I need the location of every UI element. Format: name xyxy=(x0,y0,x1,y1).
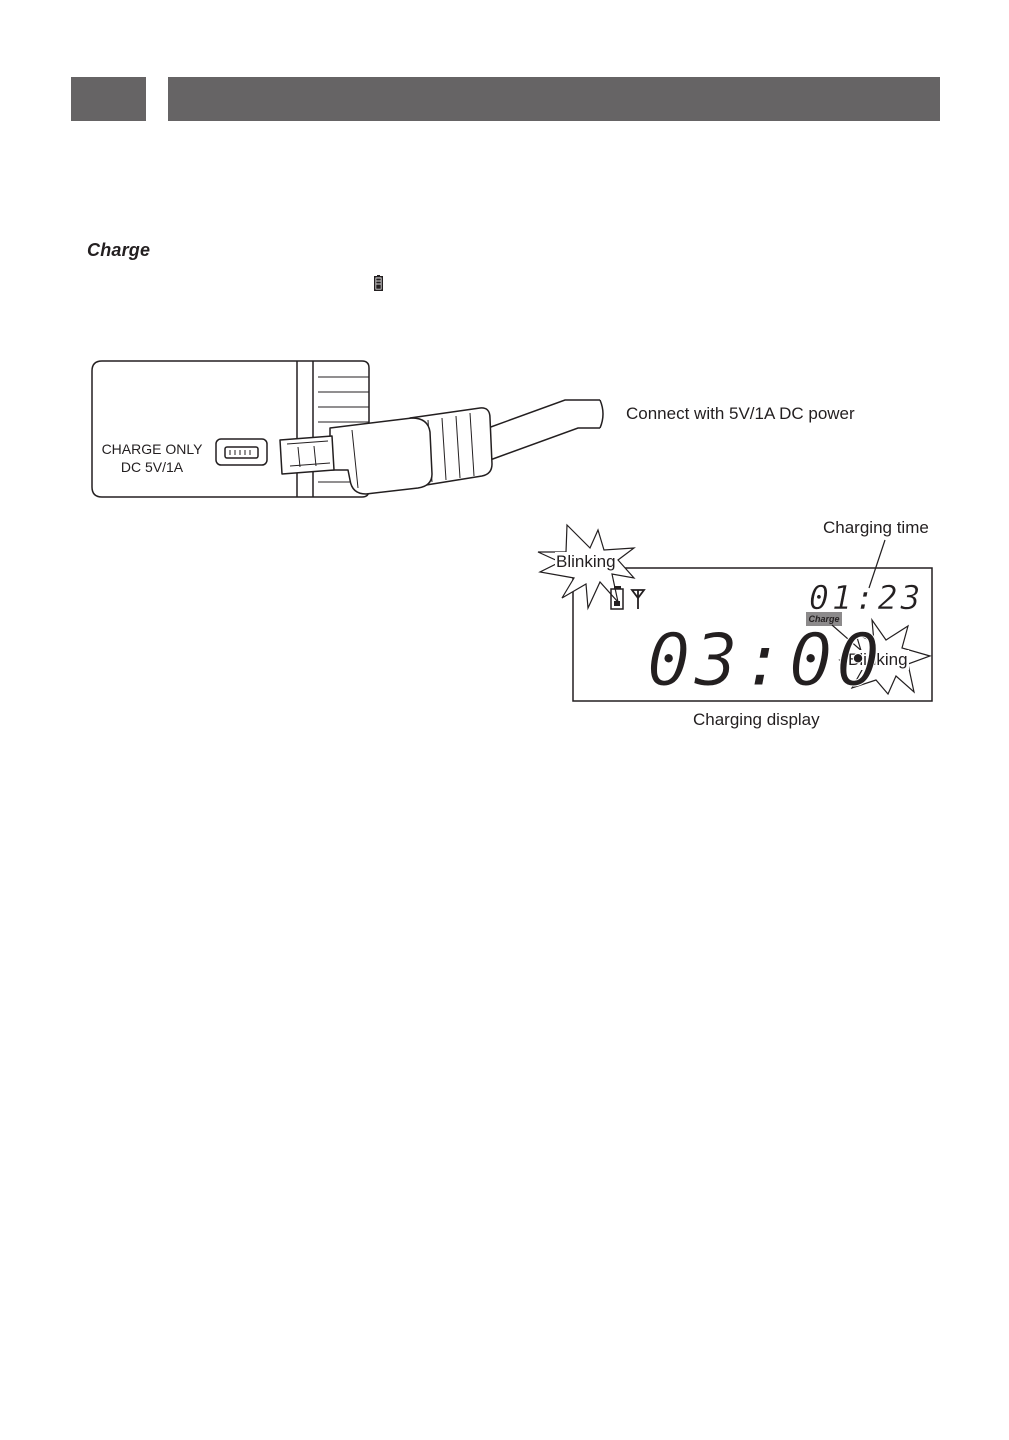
usb-port-icon xyxy=(215,438,268,466)
device-body xyxy=(91,360,370,498)
port-label-line1: CHARGE ONLY xyxy=(101,441,203,457)
header-bar xyxy=(168,77,940,121)
charging-time-label: Charging time xyxy=(823,518,929,537)
power-cable xyxy=(487,399,604,461)
charging-time-leader xyxy=(868,539,886,589)
battery-icon xyxy=(374,275,383,291)
charge-badge: Charge xyxy=(808,614,840,624)
header-tab-block xyxy=(71,77,146,121)
port-label: CHARGE ONLY DC 5V/1A xyxy=(96,440,208,476)
lcd-small-time: 01:23 xyxy=(809,578,924,618)
port-label-line2: DC 5V/1A xyxy=(120,459,184,475)
lcd-caption: Charging display xyxy=(693,710,820,729)
charge-badge-bg xyxy=(806,612,842,626)
lcd-battery-icon xyxy=(610,586,624,610)
lcd-big-time: 03:00 xyxy=(647,618,884,702)
blinking-label-right: Blinking xyxy=(847,650,909,670)
connect-callout: Connect with 5V/1A DC power xyxy=(626,404,855,423)
usb-plug-icon xyxy=(279,407,493,495)
section-title: Charge xyxy=(87,240,151,260)
blinking-label-left: Blinking xyxy=(555,552,617,572)
antenna-icon xyxy=(630,589,646,609)
